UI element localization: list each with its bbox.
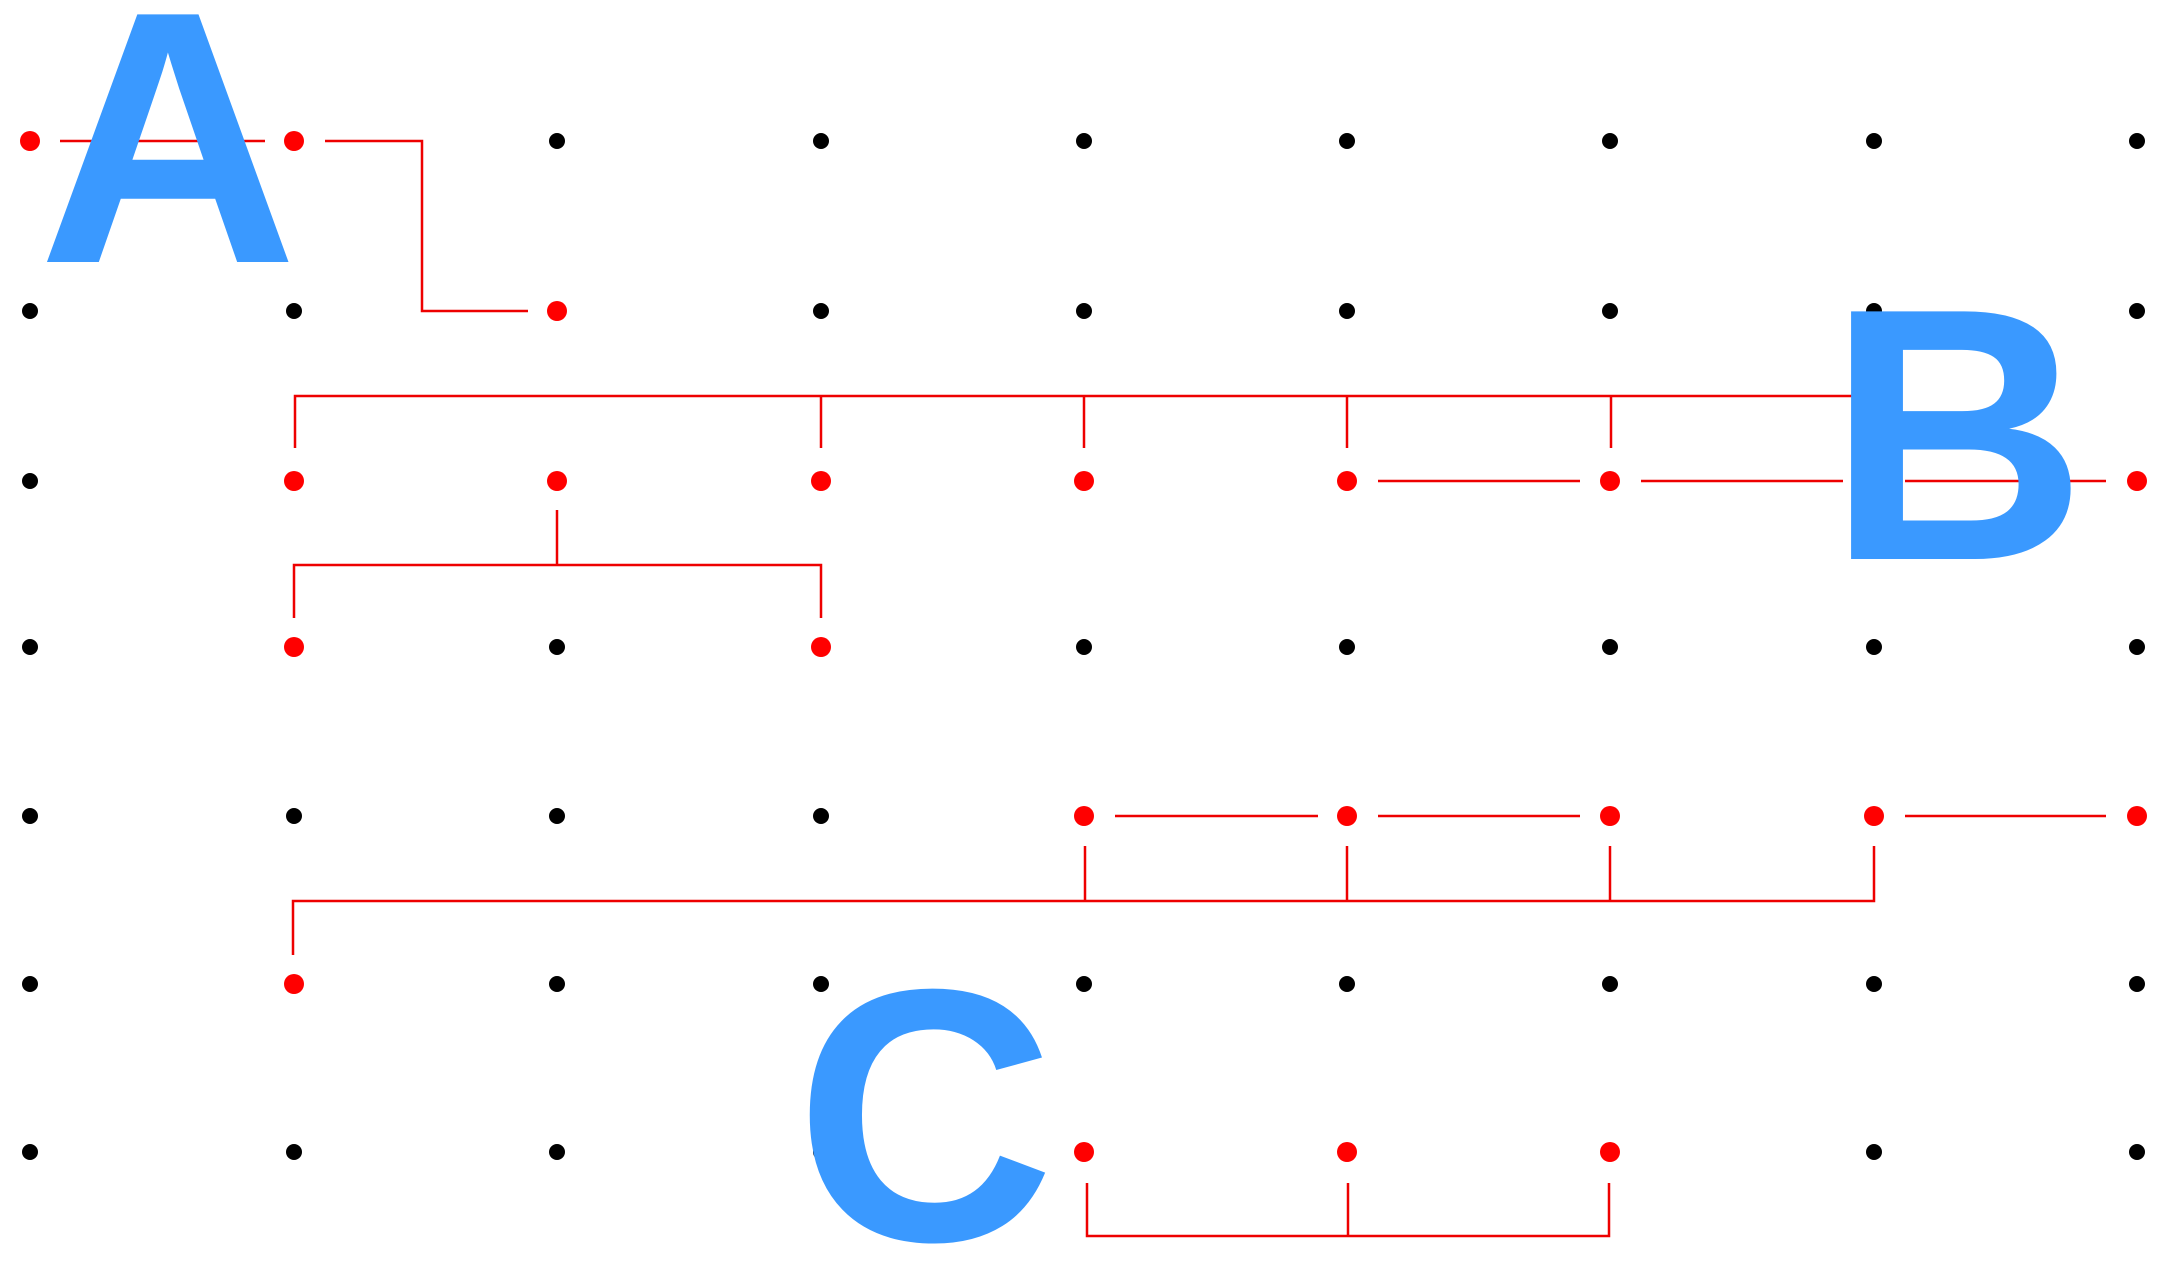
grid-dot-r4-c3 (813, 808, 829, 824)
grid-dot-r0-c2 (549, 133, 565, 149)
grid-dot-r0-c3 (813, 133, 829, 149)
grid-dot-r5-c8 (2129, 976, 2145, 992)
grid-dot-r5-c5 (1339, 976, 1355, 992)
grid-dot-r1-c3 (813, 303, 829, 319)
highlighted-dot-r0-c0 (20, 131, 40, 151)
grid-dot-r0-c4 (1076, 133, 1092, 149)
label-a: A (38, 0, 298, 339)
grid-dot-r1-c8 (2129, 303, 2145, 319)
grid-dot-r3-c8 (2129, 639, 2145, 655)
grid-dot-r6-c0 (22, 1144, 38, 1160)
grid-dot-r1-c1 (286, 303, 302, 319)
grid-dot-r5-c3 (813, 976, 829, 992)
grid-dot-r2-c0 (22, 473, 38, 489)
connector-mid-bracket (292, 563, 823, 618)
grid-dot-r0-c6 (1602, 133, 1618, 149)
highlighted-dot-r2-c8 (2127, 471, 2147, 491)
highlighted-dot-r6-c5 (1337, 1142, 1357, 1162)
grid-dot-r6-c1 (286, 1144, 302, 1160)
grid-dot-r3-c4 (1076, 639, 1092, 655)
highlighted-dot-r2-c6 (1600, 471, 1620, 491)
grid-dot-r1-c4 (1076, 303, 1092, 319)
grid-dot-r6-c3 (813, 1144, 829, 1160)
grid-dot-r4-c2 (549, 808, 565, 824)
highlighted-dot-r2-c5 (1337, 471, 1357, 491)
connector-a-elbow (325, 139, 528, 313)
highlighted-dot-r2-c2 (547, 471, 567, 491)
highlighted-dot-r3-c1 (284, 637, 304, 657)
grid-dot-r1-c7 (1866, 303, 1882, 319)
grid-dot-r5-c2 (549, 976, 565, 992)
grid-dot-r6-c8 (2129, 1144, 2145, 1160)
label-c: C (795, 915, 1055, 1265)
grid-dot-r3-c5 (1339, 639, 1355, 655)
highlighted-dot-r6-c6 (1600, 1142, 1620, 1162)
highlighted-dot-r4-c5 (1337, 806, 1357, 826)
grid-dot-r4-c0 (22, 808, 38, 824)
highlighted-dot-r4-c7 (1864, 806, 1884, 826)
grid-dot-r0-c8 (2129, 133, 2145, 149)
highlighted-dot-r0-c1 (284, 131, 304, 151)
highlighted-dot-r2-c7 (1864, 471, 1884, 491)
grid-dot-r5-c0 (22, 976, 38, 992)
grid-dot-r5-c6 (1602, 976, 1618, 992)
grid-dot-r3-c6 (1602, 639, 1618, 655)
highlighted-dot-r6-c4 (1074, 1142, 1094, 1162)
highlighted-dot-r1-c2 (547, 301, 567, 321)
connector-c-bracket (291, 846, 1876, 955)
grid-dot-r3-c0 (22, 639, 38, 655)
grid-dot-r1-c0 (22, 303, 38, 319)
grid-dot-r5-c4 (1076, 976, 1092, 992)
grid-dot-r5-c7 (1866, 976, 1882, 992)
highlighted-dot-r2-c1 (284, 471, 304, 491)
dot-grid (20, 131, 2147, 1162)
highlighted-dot-r4-c6 (1600, 806, 1620, 826)
highlighted-dot-r4-c4 (1074, 806, 1094, 826)
grid-dot-r3-c7 (1866, 639, 1882, 655)
highlighted-dot-r5-c1 (284, 974, 304, 994)
grid-dot-r3-c2 (549, 639, 565, 655)
highlighted-dot-r2-c3 (811, 471, 831, 491)
grid-dot-r6-c7 (1866, 1144, 1882, 1160)
grid-dot-r4-c1 (286, 808, 302, 824)
grid-dot-r1-c6 (1602, 303, 1618, 319)
highlighted-dot-r2-c4 (1074, 471, 1094, 491)
grid-dot-r0-c5 (1339, 133, 1355, 149)
grid-dot-r6-c2 (549, 1144, 565, 1160)
grid-dot-r1-c5 (1339, 303, 1355, 319)
connector-lines (60, 139, 2106, 1238)
grid-dot-r0-c7 (1866, 133, 1882, 149)
highlighted-dot-r3-c3 (811, 637, 831, 657)
highlighted-dot-r4-c8 (2127, 806, 2147, 826)
label-b: B (1827, 234, 2087, 636)
